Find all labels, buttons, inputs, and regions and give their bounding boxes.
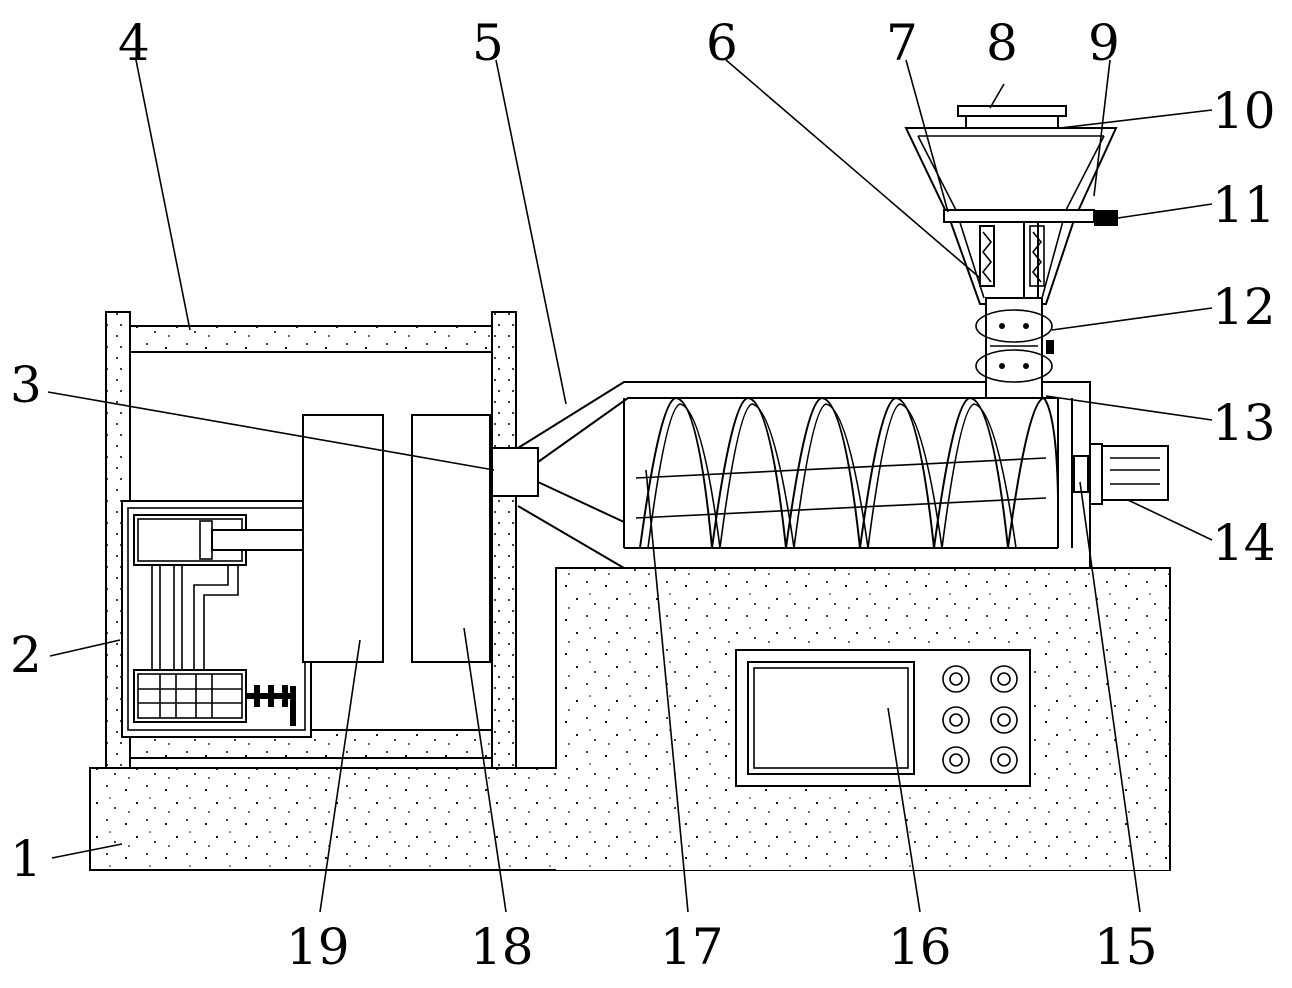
label-13: 13 xyxy=(1212,394,1276,452)
label-15: 15 xyxy=(1094,918,1158,976)
panel-knobs xyxy=(942,665,1018,774)
label-12: 12 xyxy=(1212,278,1276,336)
label-16: 16 xyxy=(888,918,952,976)
part-labels: 4 5 6 7 8 9 10 11 12 13 14 3 2 1 19 18 1… xyxy=(10,14,1276,976)
label-11: 11 xyxy=(1212,176,1276,234)
label-5: 5 xyxy=(472,14,504,72)
leader-lines xyxy=(47,59,1213,913)
label-18: 18 xyxy=(470,918,534,976)
label-8: 8 xyxy=(986,14,1018,72)
hopper-assembly xyxy=(904,105,1118,399)
label-1: 1 xyxy=(10,830,42,888)
control-panel xyxy=(735,649,1031,787)
label-19: 19 xyxy=(286,918,350,976)
mold-plates xyxy=(302,414,491,663)
label-7: 7 xyxy=(886,14,918,72)
label-6: 6 xyxy=(706,14,738,72)
label-14: 14 xyxy=(1212,514,1276,572)
label-10: 10 xyxy=(1212,82,1276,140)
screw xyxy=(635,398,1058,547)
motor-assembly xyxy=(1073,443,1169,505)
nozzle xyxy=(491,447,539,497)
label-17: 17 xyxy=(660,918,724,976)
label-2: 2 xyxy=(10,626,42,684)
label-9: 9 xyxy=(1088,14,1120,72)
drive-unit xyxy=(121,500,312,738)
label-3: 3 xyxy=(10,356,42,414)
label-4: 4 xyxy=(118,14,150,72)
